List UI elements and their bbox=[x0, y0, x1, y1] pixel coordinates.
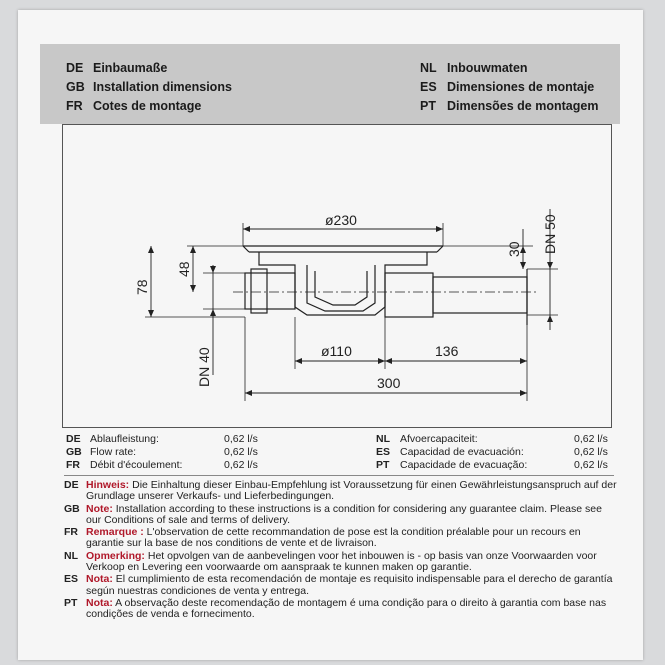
divider bbox=[64, 475, 614, 476]
flow-row-pt: PT Capacidade de evacuação: bbox=[376, 459, 527, 471]
label-78: 78 bbox=[134, 279, 150, 295]
label-48: 48 bbox=[176, 261, 192, 277]
note-keyword: Remarque : bbox=[86, 526, 144, 539]
header-row-pt: PT Dimensões de montagem bbox=[420, 99, 598, 113]
lang-code: DE bbox=[66, 433, 81, 445]
note-nl: NL Opmerking: Het opvolgen van de aanbeve… bbox=[64, 549, 620, 574]
header-label: Cotes de montage bbox=[93, 99, 202, 113]
label-dn50: DN 50 bbox=[542, 214, 558, 254]
flow-value: 0,62 l/s bbox=[224, 433, 258, 445]
note-keyword: Nota: bbox=[86, 573, 113, 586]
flow-label: Ablaufleistung: bbox=[90, 433, 159, 445]
left-pipe bbox=[244, 272, 296, 310]
left-sleeve bbox=[250, 268, 268, 314]
lang-code: PT bbox=[376, 459, 390, 471]
label-dia-230: ø230 bbox=[325, 212, 357, 228]
header-label: Installation dimensions bbox=[93, 80, 232, 94]
label-30: 30 bbox=[506, 241, 522, 257]
flow-label: Capacidade de evacuação: bbox=[400, 459, 528, 471]
flow-value: 0,62 l/s bbox=[574, 446, 608, 458]
note-pt: PT Nota: A observação deste recomendação … bbox=[64, 596, 620, 621]
header-label: Dimensões de montagem bbox=[447, 99, 599, 113]
lang-code: FR bbox=[64, 526, 78, 539]
note-de: DE Hinweis: Die Einhaltung dieser Einbau-… bbox=[64, 479, 620, 503]
label-136: 136 bbox=[435, 343, 459, 359]
label-300: 300 bbox=[377, 375, 401, 391]
flow-value: 0,62 l/s bbox=[224, 446, 258, 458]
flow-label: Flow rate: bbox=[90, 446, 137, 458]
header-label: Einbaumaße bbox=[93, 61, 168, 75]
flow-label: Afvoercapaciteit: bbox=[400, 433, 478, 445]
note-keyword: Hinweis: bbox=[86, 479, 130, 491]
lang-code: ES bbox=[64, 573, 79, 586]
warranty-notes: DE Hinweis: Die Einhaltung dieser Einbau-… bbox=[64, 479, 620, 622]
note-text: A observação deste recomendação de monta… bbox=[86, 596, 607, 621]
lang-code: ES bbox=[376, 446, 391, 458]
note-es: ES Nota: El cumplimiento de esta recomend… bbox=[64, 574, 620, 597]
note-keyword: Note: bbox=[86, 502, 113, 515]
outlet-socket bbox=[384, 272, 434, 318]
note-text: Het opvolgen van de aanbevelingen voor h… bbox=[86, 549, 597, 574]
lang-code: FR bbox=[66, 459, 80, 471]
header-label: Inbouwmaten bbox=[447, 61, 528, 75]
header-row-gb: GB Installation dimensions bbox=[66, 80, 232, 94]
flow-value: 0,62 l/s bbox=[224, 459, 258, 471]
note-keyword: Nota: bbox=[86, 596, 113, 609]
lang-code: DE bbox=[66, 61, 84, 75]
lang-code: NL bbox=[64, 549, 78, 562]
lang-code: ES bbox=[420, 80, 437, 94]
flow-row-gb: GB Flow rate: bbox=[66, 446, 136, 458]
lang-code: GB bbox=[66, 446, 82, 458]
flow-value: 0,62 l/s bbox=[574, 433, 608, 445]
note-text: El cumplimiento de esta recomendación de… bbox=[86, 573, 613, 597]
lang-code: PT bbox=[420, 99, 436, 113]
header-label: Dimensiones de montaje bbox=[447, 80, 595, 94]
lang-code: DE bbox=[64, 479, 79, 491]
siphon-inner bbox=[314, 271, 368, 306]
flow-label: Capacidad de evacuación: bbox=[400, 446, 524, 458]
note-text: Die Einhaltung dieser Einbau-Empfehlung … bbox=[86, 479, 617, 503]
header-row-es: ES Dimensiones de montaje bbox=[420, 80, 594, 94]
lang-code: GB bbox=[64, 502, 80, 515]
note-text: Installation according to these instruct… bbox=[86, 502, 602, 526]
note-fr: FR Remarque : L'observation de cette reco… bbox=[64, 526, 620, 550]
flow-row-de: DE Ablaufleistung: bbox=[66, 433, 159, 445]
lang-code: NL bbox=[376, 433, 390, 445]
header-row-fr: FR Cotes de montage bbox=[66, 99, 201, 113]
note-keyword: Opmerking: bbox=[86, 549, 145, 562]
header-band bbox=[40, 44, 620, 124]
lang-code: FR bbox=[66, 99, 83, 113]
flow-row-fr: FR Débit d'écoulement: bbox=[66, 459, 182, 471]
lang-code: GB bbox=[66, 80, 85, 94]
flow-value: 0,62 l/s bbox=[574, 459, 608, 471]
label-dia-110: ø110 bbox=[321, 343, 352, 359]
note-text: L'observation de cette recommandation de… bbox=[86, 526, 581, 550]
header-row-de: DE Einbaumaße bbox=[66, 61, 167, 75]
siphon-cup bbox=[306, 265, 376, 312]
flow-row-nl: NL Afvoercapaciteit: bbox=[376, 433, 478, 445]
drawing-frame: ø230 DN 50 30 48 78 DN 40 ø110 136 300 bbox=[62, 124, 612, 428]
header-row-nl: NL Inbouwmaten bbox=[420, 61, 528, 75]
lang-code: NL bbox=[420, 61, 437, 75]
label-dn40: DN 40 bbox=[196, 347, 212, 387]
lang-code: PT bbox=[64, 596, 78, 609]
note-gb: GB Note: Installation according to these … bbox=[64, 502, 620, 527]
drain-body bbox=[258, 252, 428, 316]
flow-row-es: ES Capacidad de evacuación: bbox=[376, 446, 524, 458]
flow-label: Débit d'écoulement: bbox=[90, 459, 183, 471]
outlet-pipe bbox=[432, 276, 528, 314]
installation-drawing: ø230 DN 50 30 48 78 DN 40 ø110 136 300 bbox=[134, 209, 558, 401]
